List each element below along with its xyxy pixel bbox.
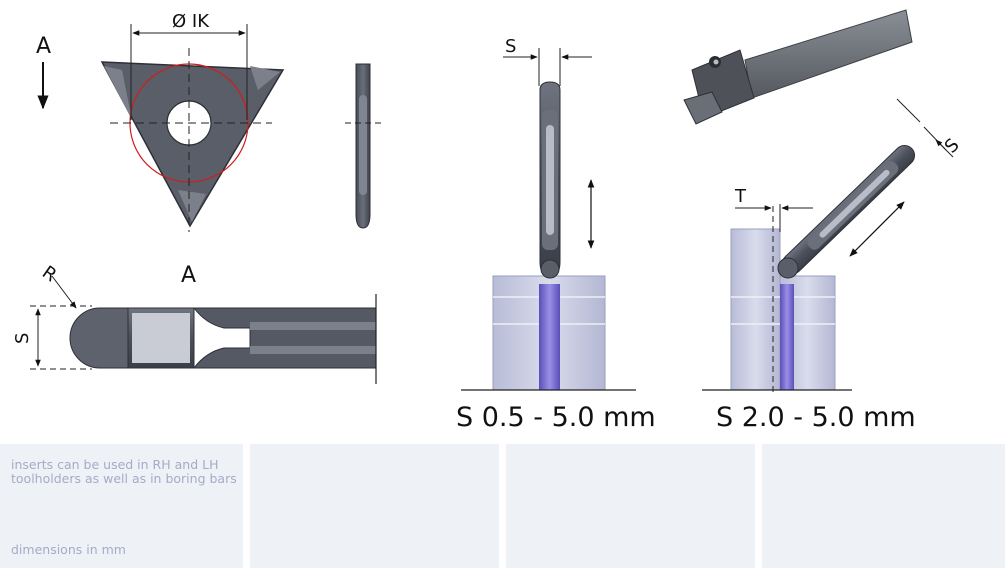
units-note: dimensions in mm	[11, 542, 126, 557]
view-a-arrow: A	[36, 34, 51, 110]
insert-side-view	[345, 63, 382, 229]
usage-note: inserts can be used in RH and LH toolhol…	[11, 457, 237, 486]
insert-view-a: A S R	[12, 262, 377, 384]
ik-dimension-label: Ø IK	[172, 11, 210, 32]
view-a-arrow-label: A	[36, 34, 51, 59]
s-dimension-label-mid: S	[505, 36, 516, 57]
info-panel-3	[506, 444, 755, 568]
info-panel-4	[762, 444, 1005, 568]
technical-drawing: Ø IK A A S R	[12, 9, 964, 392]
view-a-title: A	[181, 263, 196, 288]
s-dimension-label-right: S	[941, 135, 964, 158]
info-panel-2	[250, 444, 499, 568]
s-dimension-label-left: S	[12, 333, 33, 344]
internal-grooving-illustration: S	[461, 36, 636, 391]
external-range-label: S 2.0 - 5.0 mm	[716, 402, 916, 433]
toolholder-illustration	[683, 9, 913, 125]
triangle-insert-top-view: Ø IK	[100, 11, 285, 232]
internal-range-label: S 0.5 - 5.0 mm	[456, 402, 656, 433]
external-grooving-illustration: T S	[702, 98, 964, 392]
t-dimension-label: T	[734, 186, 747, 207]
info-panel-1: inserts can be used in RH and LH toolhol…	[0, 444, 243, 568]
